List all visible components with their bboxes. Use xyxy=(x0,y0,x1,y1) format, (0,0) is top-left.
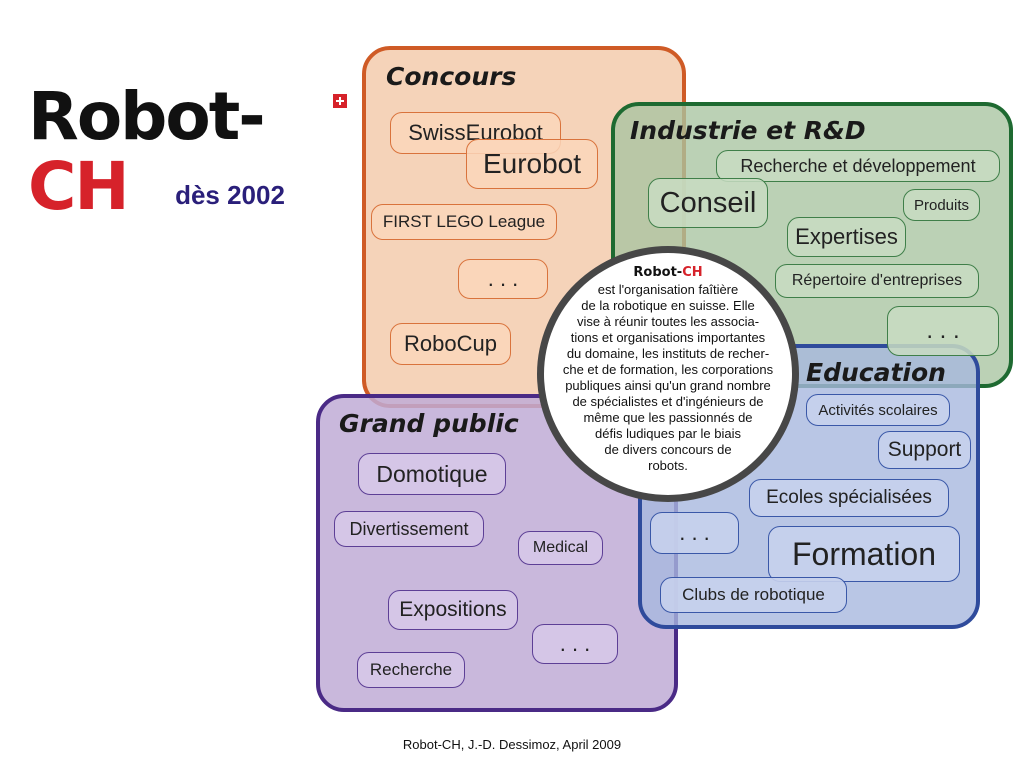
concours-item-first-lego-league: FIRST LEGO League xyxy=(371,204,557,240)
swiss-cross-icon xyxy=(333,94,347,108)
education-item-support: Support xyxy=(878,431,971,469)
center-title-ch: CH xyxy=(682,265,703,280)
center-title-robot: Robot- xyxy=(633,265,683,280)
education-title: Education xyxy=(806,358,946,387)
grand-public-title: Grand public xyxy=(339,409,519,438)
industrie-item-expertises: Expertises xyxy=(787,217,906,257)
industrie-item-conseil: Conseil xyxy=(648,178,768,228)
center-line: che et de formation, les corporations xyxy=(562,362,774,377)
center-line: est l'organisation faîtière xyxy=(597,282,739,297)
concours-item-more: . . . xyxy=(458,259,548,299)
industrie-title: Industrie et R&D xyxy=(630,116,866,145)
footer-credit: Robot-CH, J.-D. Dessimoz, April 2009 xyxy=(402,737,622,752)
since-label: dès 2002 xyxy=(175,180,285,210)
center-title: Robot-CH xyxy=(544,265,792,280)
industrie-item-more: . . . xyxy=(887,306,999,356)
education-item-ecoles-specialisees: Ecoles spécialisées xyxy=(749,479,949,517)
industrie-item-produits: Produits xyxy=(903,189,980,221)
center-line: de spécialistes et d'ingénieurs de xyxy=(572,394,764,409)
logo-ch-text: CH xyxy=(28,148,130,225)
grand-public-item-recherche: Recherche xyxy=(357,652,465,688)
concours-title: Concours xyxy=(386,62,517,91)
center-line: tions et organisations importantes xyxy=(570,330,766,345)
industrie-item-recherche-developpement: Recherche et développement xyxy=(716,150,1000,182)
robot-ch-logo: Robot-CH xyxy=(28,82,358,222)
education-item-more: . . . xyxy=(650,512,739,554)
center-line: de divers concours de xyxy=(604,442,732,457)
concours-item-robocup: RoboCup xyxy=(390,323,511,365)
education-item-activites-scolaires: Activités scolaires xyxy=(806,394,950,426)
grand-public-item-expositions: Expositions xyxy=(388,590,518,630)
grand-public-item-domotique: Domotique xyxy=(358,453,506,495)
education-item-formation: Formation xyxy=(768,526,960,582)
grand-public-item-medical: Medical xyxy=(518,531,603,565)
center-line: publiques ainsi qu'un grand nombre xyxy=(565,378,771,393)
center-description-circle: Robot-CH est l'organisation faîtière de … xyxy=(537,246,799,502)
industrie-item-repertoire: Répertoire d'entreprises xyxy=(775,264,979,298)
logo-robot-text: Robot- xyxy=(28,78,266,155)
grand-public-item-more: . . . xyxy=(532,624,618,664)
education-item-clubs-robotique: Clubs de robotique xyxy=(660,577,847,613)
center-line: robots. xyxy=(648,458,688,473)
center-line: défis ludiques par le biais xyxy=(595,426,741,441)
center-line: vise à réunir toutes les associa- xyxy=(576,314,760,329)
center-line: même que les passionnés de xyxy=(583,410,753,425)
center-line: du domaine, les instituts de recher- xyxy=(566,346,770,361)
grand-public-item-divertissement: Divertissement xyxy=(334,511,484,547)
concours-item-eurobot: Eurobot xyxy=(466,139,598,189)
center-line: de la robotique en suisse. Elle xyxy=(581,298,755,313)
